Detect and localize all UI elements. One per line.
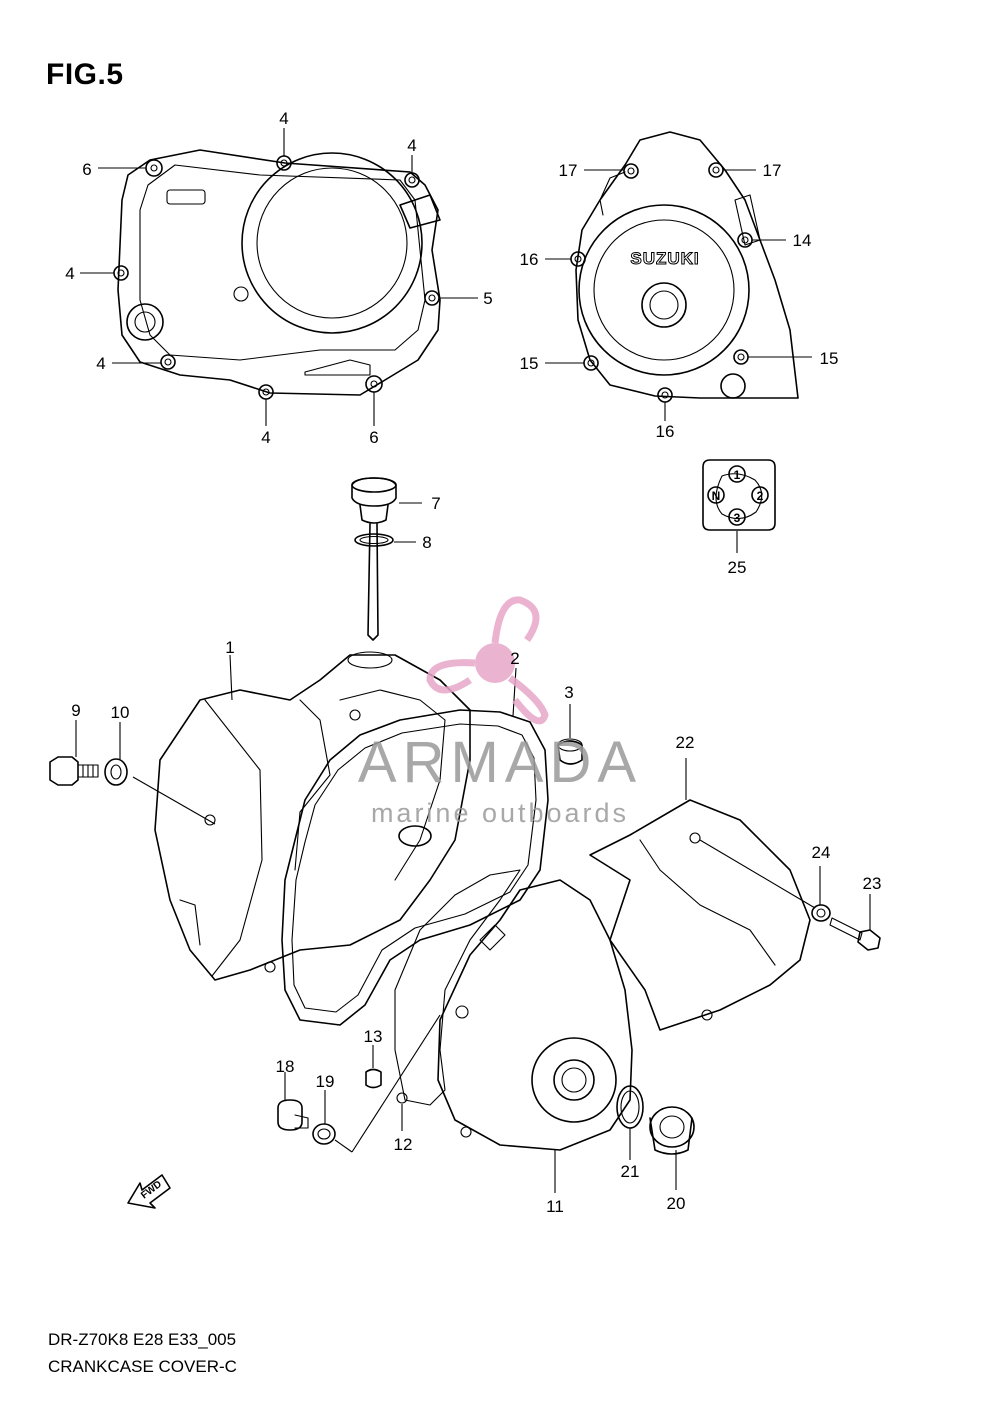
gear-label-3: 3 <box>734 511 741 525</box>
gear-label-neutral: N <box>712 489 721 503</box>
part-label-12: 12 <box>394 1135 413 1154</box>
part-label-21: 21 <box>621 1162 640 1181</box>
part-label-11: 11 <box>546 1197 564 1216</box>
dowel-pin-13 <box>365 1045 382 1089</box>
part-label-4b: 4 <box>407 136 416 155</box>
part-label-17a: 17 <box>559 161 578 180</box>
part-label-10: 10 <box>111 703 130 722</box>
bolt-and-washer-9-10 <box>49 720 128 786</box>
part-label-15b: 15 <box>820 349 839 368</box>
part-label-1: 1 <box>225 638 234 657</box>
part-label-6a: 6 <box>82 160 91 179</box>
fwd-label: FWD <box>139 1179 164 1201</box>
gear-label-2: 2 <box>757 489 764 503</box>
part-label-6b: 6 <box>369 428 378 447</box>
part-label-8: 8 <box>422 533 431 552</box>
part-label-23: 23 <box>863 874 882 893</box>
part-label-17b: 17 <box>763 161 782 180</box>
forward-direction-arrow: FWD <box>127 1174 171 1209</box>
part-label-24: 24 <box>812 843 831 862</box>
part-label-9: 9 <box>71 701 80 720</box>
model-code: DR-Z70K8 E28 E33_005 <box>48 1330 237 1349</box>
part-label-16a: 16 <box>520 250 539 269</box>
part-labels: 1 2 3 4 4 4 4 4 5 6 6 7 8 9 10 11 12 13 … <box>65 109 881 1216</box>
part-label-13: 13 <box>364 1027 383 1046</box>
magneto-cover-gasket <box>394 869 521 1131</box>
part-label-15a: 15 <box>520 354 539 373</box>
plug-and-oring-18-19 <box>277 1014 441 1153</box>
oil-filler-cap-assembly <box>351 477 422 641</box>
sprocket-cover <box>589 758 816 1031</box>
watermark-tagline: marine outboards <box>371 798 629 828</box>
part-label-4a: 4 <box>279 109 288 128</box>
part-label-4c: 4 <box>65 264 74 283</box>
part-label-18: 18 <box>276 1057 295 1076</box>
gear-position-indicator: 1 N 2 3 <box>702 459 776 553</box>
figure-title: FIG.5 <box>46 58 124 91</box>
gear-label-1: 1 <box>734 468 741 482</box>
armada-watermark: ARMADA marine outboards <box>358 596 642 828</box>
part-label-20: 20 <box>667 1194 686 1213</box>
part-label-4e: 4 <box>261 428 270 447</box>
magneto-cover <box>437 879 633 1193</box>
crankcase-gasket <box>281 667 583 1026</box>
part-label-16b: 16 <box>656 422 675 441</box>
bolt-and-washer-23-24 <box>811 866 881 951</box>
part-label-22: 22 <box>676 733 695 752</box>
part-label-2: 2 <box>510 649 519 668</box>
part-label-7: 7 <box>431 494 440 513</box>
clutch-cover-outer-view <box>80 128 478 426</box>
crankcase-cover <box>132 651 471 981</box>
magneto-cover-outer-view: SUZUKI <box>545 131 812 421</box>
plug-and-oring-20-21 <box>616 1085 695 1190</box>
section-name: CRANKCASE COVER-C <box>48 1357 237 1376</box>
watermark-brand: ARMADA <box>358 730 642 795</box>
part-label-19: 19 <box>316 1072 335 1091</box>
propeller-logo-icon <box>426 596 549 725</box>
part-label-25: 25 <box>728 558 747 577</box>
part-label-5: 5 <box>483 289 492 308</box>
part-label-3: 3 <box>564 683 573 702</box>
cover-logo: SUZUKI <box>630 249 699 268</box>
part-label-4d: 4 <box>96 354 105 373</box>
part-label-14: 14 <box>793 231 812 250</box>
